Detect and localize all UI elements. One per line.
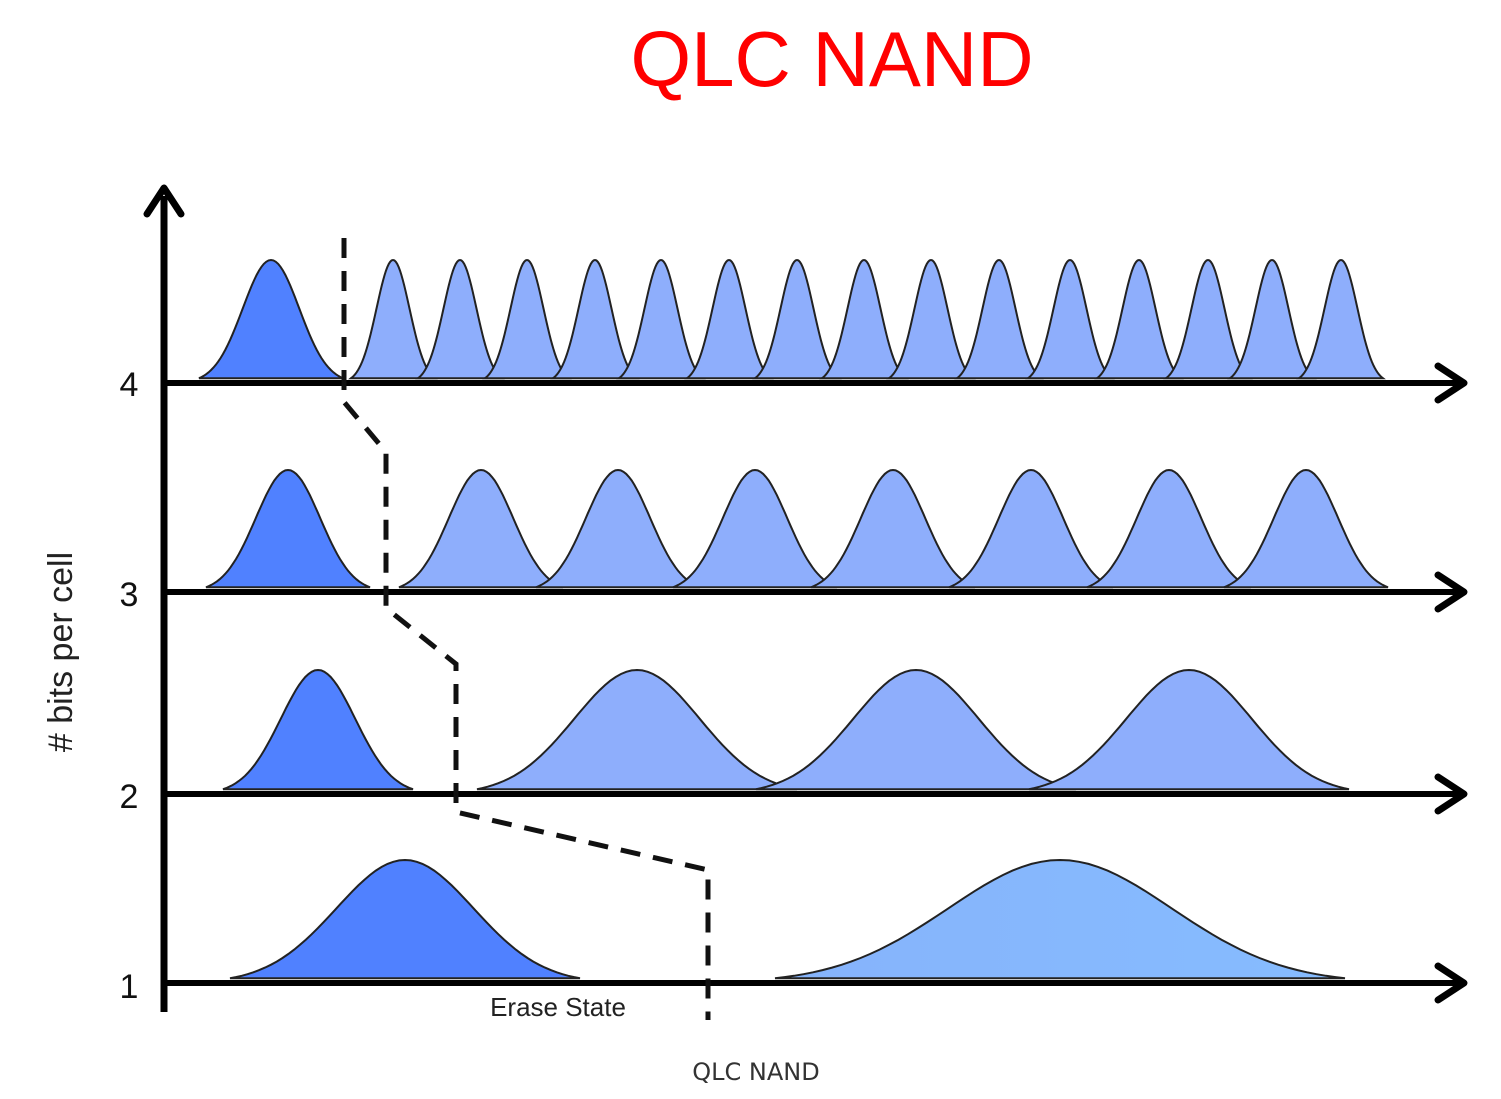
row-4-distributions [198, 258, 1386, 380]
erase-state-distribution [229, 858, 581, 980]
programmed-state-distribution [672, 468, 838, 589]
tick-label-4: 4 [120, 366, 139, 404]
row-4-arrowhead [1434, 362, 1468, 404]
erase-state-distribution [205, 468, 371, 589]
programmed-state-distribution [819, 258, 909, 380]
figure-caption: QLC NAND [692, 1058, 819, 1086]
row-3-arrowhead [1434, 571, 1468, 613]
erase-state-distribution [222, 668, 414, 791]
programmed-state-distribution [415, 258, 505, 380]
row-2-distributions [222, 668, 1350, 791]
programmed-state-distribution [1227, 258, 1317, 380]
programmed-state-distribution [1163, 258, 1253, 380]
programmed-state-distribution [774, 858, 1346, 980]
programmed-state-distribution [954, 258, 1044, 380]
erase-state-distribution [198, 258, 344, 380]
programmed-state-distribution [1028, 668, 1350, 791]
programmed-state-distribution [616, 258, 706, 380]
tick-label-1: 1 [120, 968, 139, 1006]
programmed-state-distribution [810, 468, 976, 589]
row-2-arrowhead [1434, 773, 1468, 815]
programmed-state-distribution [886, 258, 976, 380]
programmed-state-distribution [476, 668, 798, 791]
erase-boundary-dashed-line [341, 238, 711, 1020]
programmed-state-distribution [1296, 258, 1386, 380]
tick-label-2: 2 [120, 778, 139, 816]
programmed-state-distribution [752, 258, 842, 380]
row-3-distributions [205, 468, 1389, 589]
programmed-state-distribution [948, 468, 1114, 589]
programmed-state-distribution [1094, 258, 1184, 380]
programmed-state-distribution [398, 468, 564, 589]
y-axis-label: # bits per cell [42, 552, 80, 752]
row-1-distributions [229, 858, 1346, 980]
distributions-layer [198, 258, 1389, 980]
erase-state-label: Erase State [490, 992, 626, 1022]
y-axis-arrowhead [143, 184, 185, 218]
programmed-state-distribution [1086, 468, 1252, 589]
programmed-state-distribution [482, 258, 572, 380]
diagram-title: QLC NAND [630, 15, 1033, 103]
programmed-state-distribution [348, 258, 438, 380]
programmed-state-distribution [1025, 258, 1115, 380]
programmed-state-distribution [755, 668, 1077, 791]
programmed-state-distribution [550, 258, 640, 380]
programmed-state-distribution [535, 468, 701, 589]
tick-label-3: 3 [120, 576, 139, 614]
programmed-state-distribution [684, 258, 774, 380]
programmed-state-distribution [1223, 468, 1389, 589]
axes-layer [143, 184, 1468, 1012]
row-1-arrowhead [1434, 962, 1468, 1004]
